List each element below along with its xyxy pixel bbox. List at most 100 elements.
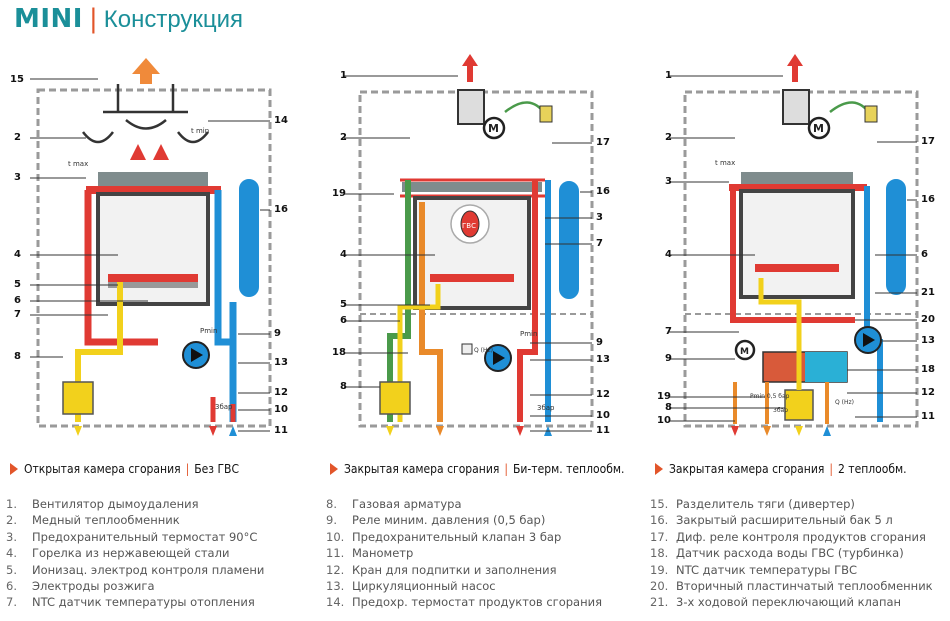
callout-10: 10 <box>274 404 288 415</box>
gas-pipe <box>397 284 441 422</box>
callout-11: 11 <box>596 425 610 436</box>
gas-valve <box>62 381 94 415</box>
gas-inlet-arrow-icon <box>74 426 82 436</box>
legend-item: 10.Предохранительный клапан 3 бар <box>326 529 562 544</box>
hot-pipe-top <box>86 186 221 194</box>
callout-18: 18 <box>921 364 935 375</box>
title-separator: | <box>88 4 98 34</box>
callout-1: 1 <box>340 70 347 81</box>
gas-inlet-arrow-icon <box>795 426 803 436</box>
cold-inlet-arrow-icon <box>229 426 237 436</box>
caption-arrow-icon <box>10 463 18 475</box>
diagram-closed-chamber-bithermal: M ГВС Q (Hz) Pmin 3бар <box>330 52 610 442</box>
fan-motor-icon <box>807 116 831 140</box>
pmin-text: Pmin <box>200 327 217 335</box>
legend-item: 9.Реле миним. давления (0,5 бар) <box>326 513 546 528</box>
exhaust-arrow-icon <box>787 54 803 82</box>
title-text: Конструкция <box>103 6 244 33</box>
callout-14: 14 <box>274 115 288 126</box>
outlet-pipes <box>210 397 236 422</box>
callout-7: 7 <box>665 326 672 337</box>
pressure-switch <box>539 105 553 123</box>
callout-20: 20 <box>921 314 935 325</box>
callout-16: 16 <box>596 186 610 197</box>
callout-9: 9 <box>596 337 603 348</box>
callout-4: 4 <box>340 249 347 260</box>
gas-inlet-arrow-icon <box>386 426 394 436</box>
gas-valve <box>784 389 814 421</box>
bar3-text: 3бар <box>773 407 788 414</box>
legend-item: 4.Горелка из нержавеющей стали <box>6 546 230 561</box>
leader-lines <box>30 78 270 432</box>
caption-open-chamber: Открытая камера сгорания | Без ГВС <box>10 462 239 476</box>
dhw-outlet-arrow-icon <box>763 426 771 436</box>
callout-9: 9 <box>274 328 281 339</box>
flow-pipe-hot <box>517 180 538 422</box>
page-title: MINI | Конструкция <box>14 4 243 40</box>
callout-13: 13 <box>921 335 935 346</box>
callout-19: 19 <box>332 188 346 199</box>
pressure-switch-tube <box>504 101 547 115</box>
callout-2: 2 <box>14 132 21 143</box>
dhw-outlet-arrow-icon <box>436 426 444 436</box>
flue-fan-housing <box>782 89 810 125</box>
svg-text:M: M <box>488 122 499 135</box>
callout-11: 11 <box>921 411 935 422</box>
expansion-tank <box>557 179 581 301</box>
boiler-schematic-2: M ГВС Q (Hz) Pmin 3бар <box>344 54 594 436</box>
pressure-switch-tube <box>829 101 872 115</box>
callout-18: 18 <box>332 347 346 358</box>
pump-arrow-icon <box>493 351 505 365</box>
caption-arrow-icon <box>655 463 663 475</box>
plate-exchanger-cold-side <box>805 352 847 382</box>
legend-item: 20.Вторичный пластинчатый теплообменник <box>650 579 933 594</box>
callout-12: 12 <box>274 387 288 398</box>
diagram-open-chamber: t max t min Pmin 3бар 15 2 3 4 5 6 7 8 1… <box>8 52 288 442</box>
caption-sep: | <box>185 462 190 476</box>
bithermal-exchanger <box>402 182 542 192</box>
callout-8: 8 <box>665 402 672 413</box>
flow-pipe-hot <box>730 186 855 323</box>
callout-10: 10 <box>596 410 610 421</box>
legend-column-1: 1.Вентилятор дымоудаления 2.Медный тепло… <box>6 496 264 611</box>
callout-11: 11 <box>274 425 288 436</box>
caption-sep: | <box>829 462 833 476</box>
flue-hood <box>103 84 188 114</box>
heat-exchanger-fins <box>98 172 208 186</box>
caption-extra: Без ГВС <box>194 462 239 476</box>
legend-column-2: 8.Газовая арматура 9.Реле миним. давлени… <box>326 496 602 611</box>
pump-arrow-icon <box>863 333 875 347</box>
legend-item: 8.Газовая арматура <box>326 497 462 511</box>
boiler-schematic-3: M M Pmin 0,5 бар t max Q (Hz) 3бар <box>669 54 919 436</box>
callout-19: 19 <box>657 391 671 402</box>
flue-fan-housing <box>457 89 485 125</box>
primary-exchanger-fins <box>741 172 853 184</box>
svg-text:M: M <box>740 347 749 357</box>
callout-4: 4 <box>14 249 21 260</box>
diagram-closed-chamber-two-exchangers: M M Pmin 0,5 бар t max Q (Hz) 3бар <box>655 52 935 442</box>
callout-16: 16 <box>921 194 935 205</box>
legend-item: 16.Закрытый расширительный бак 5 л <box>650 513 893 528</box>
cold-inlet-arrow-icon <box>823 426 831 436</box>
caption-closed-bithermal: Закрытая камера сгорания | Би-терм. тепл… <box>330 462 624 476</box>
gas-pipe <box>758 278 802 390</box>
expansion-tank <box>237 177 261 299</box>
callout-5: 5 <box>14 279 21 290</box>
callout-3: 3 <box>665 176 672 187</box>
legend-item: 2.Медный теплообменник <box>6 513 180 528</box>
heat-outlet-arrow-icon <box>209 426 217 436</box>
bar3-text: 3бар <box>215 403 233 411</box>
brand-name: MINI <box>14 4 83 34</box>
legend-item: 12.Кран для подпитки и заполнения <box>326 562 557 577</box>
pressure-switch <box>864 105 878 123</box>
return-pipe-cold <box>864 186 883 422</box>
legend-column-3: 15.Разделитель тяги (дивертер) 16.Закрыт… <box>650 496 933 611</box>
legend-item: 13.Циркуляционный насос <box>326 579 496 594</box>
legend-item: 17.Диф. реле контроля продуктов сгорания <box>650 529 926 544</box>
legend-item: 1.Вентилятор дымоудаления <box>6 497 199 511</box>
caption-main: Закрытая камера сгорания <box>669 462 825 476</box>
callout-15: 15 <box>10 74 24 85</box>
callout-17: 17 <box>596 137 610 148</box>
flow-pipe-hot <box>84 190 158 346</box>
callout-4: 4 <box>665 249 672 260</box>
